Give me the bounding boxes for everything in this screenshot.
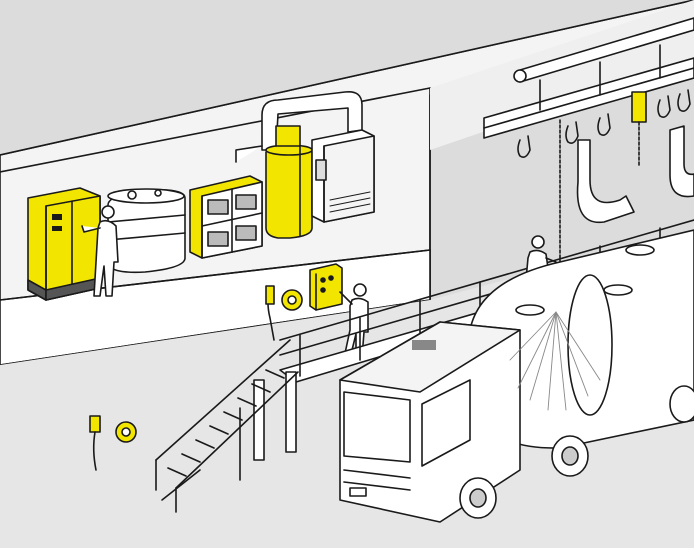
control-cabinet-icon [27,187,101,301]
staircase-icon [155,339,299,513]
boiler-icon [265,125,313,239]
control-box-icon [309,263,343,311]
spray-gun-icon [89,415,137,471]
water-tank-icon [107,188,186,274]
worker-icon [81,205,119,297]
tanker-truck-icon [339,229,694,523]
worker-icon [339,283,369,359]
spray-jets-icon [509,311,601,411]
high-pressure-pump-frame-icon [189,175,263,259]
heater-unit-icon [311,129,375,223]
hose-reel-icon [265,285,303,341]
overhead-rail-icon [483,17,694,224]
